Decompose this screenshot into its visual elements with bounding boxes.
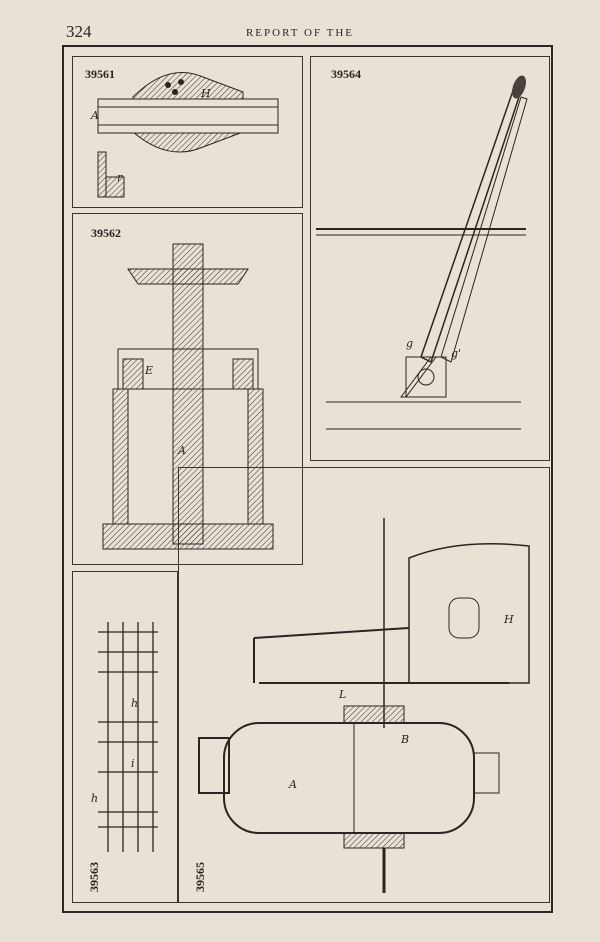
figure-39565-panel: 39565 A L B H [178, 467, 550, 903]
letter-h: h [91, 792, 98, 805]
figure-39563-panel: 39563 h i h [72, 571, 178, 903]
letter-H: H [200, 87, 211, 100]
letter-h-2: h [131, 697, 138, 710]
plate-frame [62, 45, 553, 913]
figure-39561-label: 39561 [85, 67, 115, 81]
letter-L: L [338, 688, 346, 701]
figure-39563-drawing: h i h [91, 622, 158, 852]
figure-39562-drawing: E A [102, 243, 274, 550]
letter-E: E [144, 364, 153, 377]
figure-39562-label: 39562 [91, 226, 121, 240]
figure-39565-drawing: A L B H [198, 518, 530, 893]
letter-A: A [90, 109, 99, 122]
figure-39562-panel: 39562 E A [72, 213, 303, 565]
figure-39564-label: 39564 [331, 67, 361, 81]
letter-g: g [406, 337, 413, 350]
figure-39561-drawing: A H r [90, 72, 279, 198]
letter-A-vessel: A [288, 778, 297, 791]
page-number: 324 [66, 22, 92, 41]
letter-H-tank: H [503, 613, 514, 626]
figure-39564-panel: 39564 g g' [310, 56, 550, 461]
letter-i: i [131, 757, 135, 770]
letter-g-prime: g' [451, 347, 461, 360]
letter-A-shaft: A [177, 444, 186, 457]
letter-r: r [117, 171, 123, 184]
figure-39564-drawing: g g' [316, 75, 528, 430]
running-head: REPORT OF THE [245, 27, 355, 39]
figure-39561-panel: 39561 A H r [72, 56, 303, 208]
letter-B: B [400, 733, 409, 746]
